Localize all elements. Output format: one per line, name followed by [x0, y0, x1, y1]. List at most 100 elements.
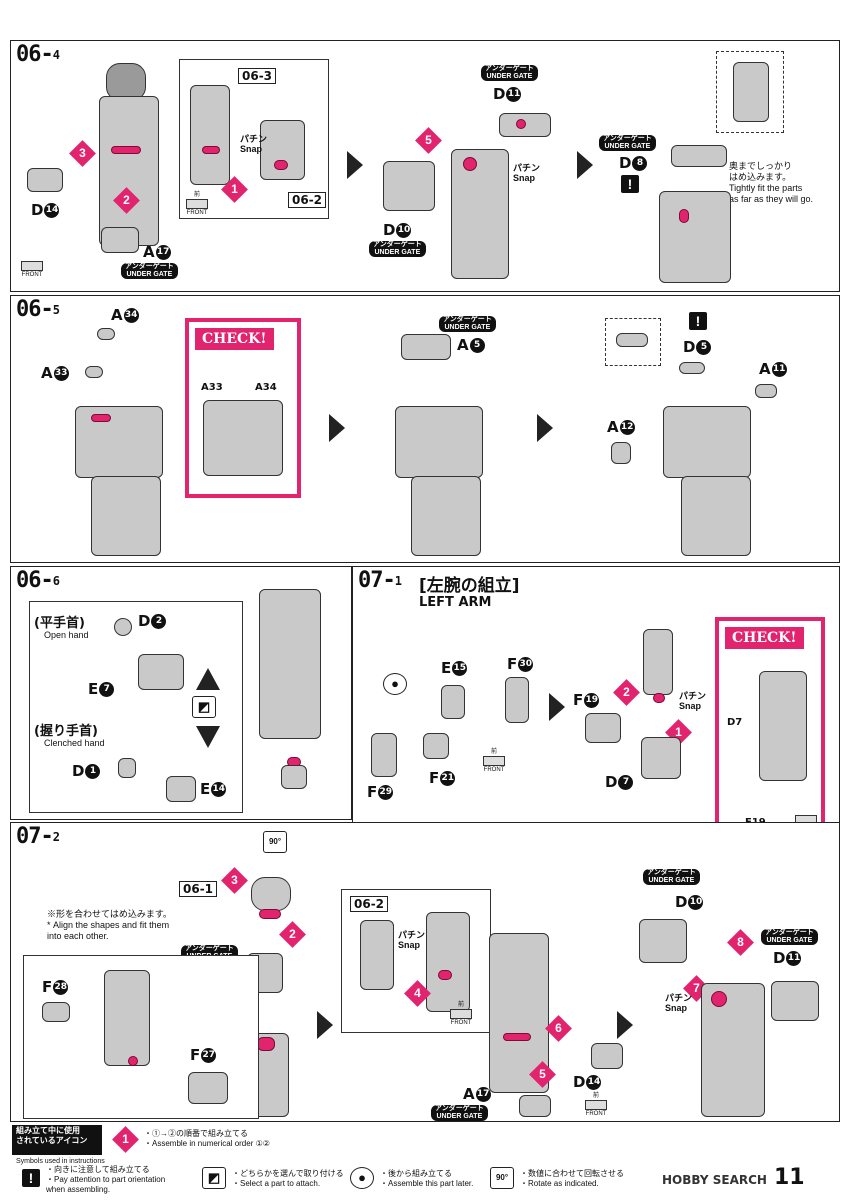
step-number: 06-6 [13, 570, 62, 592]
ref-06-2: 06-2 [288, 192, 327, 208]
part-d1 [118, 758, 136, 778]
select-part-icon: ◩ [202, 1167, 226, 1189]
section-07-2: 07-2 90° 3 06-1 2 ※形を合わせてはめ込みます。* Align … [10, 822, 840, 1122]
arm-part [104, 970, 150, 1066]
step-marker: 6 [545, 1015, 572, 1042]
part-d10 [639, 919, 687, 963]
left-arm-title-en: LEFT ARM [419, 595, 492, 610]
torso-part [663, 406, 751, 478]
part-d14 [591, 1043, 623, 1069]
part-e15 [441, 685, 465, 719]
pink-joint [679, 209, 689, 223]
arm-part [259, 589, 321, 739]
rotate-icon: 90° [263, 831, 287, 853]
detail-box [605, 318, 661, 366]
part-a17 [519, 1095, 551, 1117]
attention-icon: ! [22, 1169, 40, 1187]
watermark: HOBBY SEARCH [662, 1173, 767, 1187]
step-marker: 3 [221, 867, 248, 894]
flow-arrow [537, 414, 553, 442]
check-header: CHECK! [195, 328, 274, 350]
align-note: ※形を合わせてはめ込みます。* Align the shapes and fit… [47, 909, 172, 941]
check-label-a33: A33 [201, 382, 223, 393]
wrist-part [281, 765, 307, 789]
step-marker: 1 [221, 176, 248, 203]
legend-orient: ・向きに注意して組み立てる・Pay attention to part orie… [46, 1165, 166, 1194]
flow-arrow [549, 693, 565, 721]
part-f27 [188, 1072, 228, 1104]
pink-joint [257, 1037, 275, 1051]
part-a12 [611, 442, 631, 464]
step-marker: 2 [113, 187, 140, 214]
part-f28 [42, 1002, 70, 1022]
step-number: 06-4 [13, 44, 62, 66]
part-d8-detail [733, 62, 769, 122]
pink-joint [128, 1056, 138, 1066]
check-header: CHECK! [725, 627, 804, 649]
part-a11 [755, 384, 777, 398]
legend-select: ・どちらかを選んで取り付ける・Select a part to attach. [232, 1169, 344, 1188]
part-d2 [114, 618, 132, 636]
torso-detail [426, 912, 470, 1012]
legend-order: ・①→②の順番で組み立てる・Assemble in numerical orde… [144, 1129, 270, 1148]
swap-arrow [196, 726, 220, 748]
clenched-hand-part [166, 776, 196, 802]
pink-joint [653, 693, 665, 703]
flow-arrow [617, 1011, 633, 1039]
legend-title-jp: 組み立て中に使用されているアイコン [16, 1126, 88, 1145]
part-d5-detail [616, 333, 648, 347]
leg-part [91, 476, 161, 556]
detail-box [716, 51, 784, 133]
pink-joint [202, 146, 220, 154]
assemble-later-icon: ● [350, 1167, 374, 1189]
check-illustration [759, 671, 807, 781]
shoulder-detail [260, 120, 305, 180]
legend-title-box: 組み立て中に使用されているアイコン [12, 1125, 102, 1155]
leg-part [681, 476, 751, 556]
torso-part [106, 63, 146, 101]
order-icon: 1 [112, 1126, 139, 1153]
legend-title-en: Symbols used in instructions [16, 1158, 105, 1165]
pink-joint [274, 160, 288, 170]
step-marker: 2 [279, 921, 306, 948]
flow-arrow [317, 1011, 333, 1039]
leg-part [411, 476, 481, 556]
part-a34 [97, 328, 115, 340]
rotate-icon: 90° [490, 1167, 514, 1189]
open-hand-part [138, 654, 184, 690]
swap-arrow [196, 668, 220, 690]
step-number: 07-2 [13, 826, 62, 848]
torso-detail [190, 85, 230, 185]
clenched-hand-title: (握り手首) [34, 724, 98, 739]
pink-joint [503, 1033, 531, 1041]
check-box: CHECK! A33 A34 [185, 318, 301, 498]
part-a17 [101, 227, 139, 253]
